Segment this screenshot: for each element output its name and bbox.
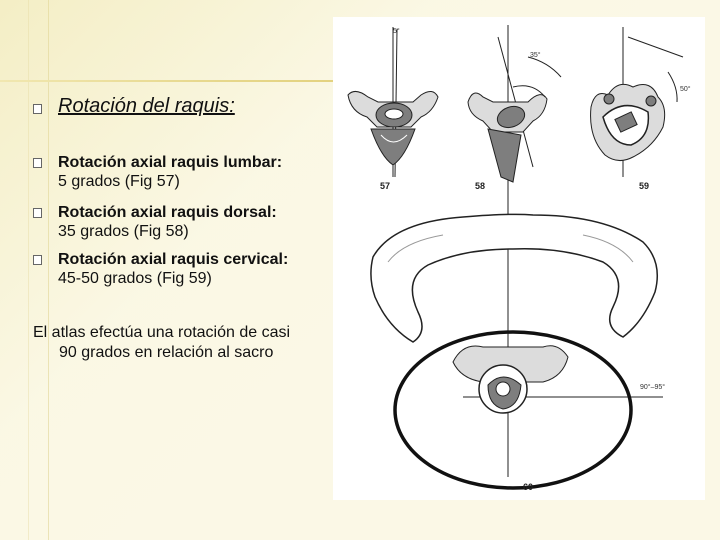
bullet-square-icon: [33, 208, 42, 218]
angle-label-5: 5°: [393, 27, 400, 35]
bullet-square-icon: [33, 158, 42, 168]
decorative-horizontal-rule: [0, 80, 335, 82]
bullet-item-dorsal: Rotación axial raquis dorsal: 35 grados …: [58, 203, 333, 241]
figure-label-58: 58: [475, 181, 485, 191]
pelvis-fig60: [370, 213, 658, 490]
bullet-heading: Rotación axial raquis cervical:: [58, 251, 289, 268]
angle-label-90: 90°–95°: [640, 383, 665, 391]
figure-label-59: 59: [639, 181, 649, 191]
note-line: El atlas efectúa una rotación de casi: [33, 324, 291, 341]
bullet-detail: 5 grados (Fig 57): [58, 173, 180, 190]
atlas-note: El atlas efectúa una rotación de casi 90…: [33, 323, 333, 363]
decorative-vertical-line: [28, 0, 29, 540]
bullet-detail: 45-50 grados (Fig 59): [58, 270, 212, 287]
bullet-heading: Rotación axial raquis lumbar:: [58, 154, 283, 171]
vertebra-cervical-fig59: [590, 83, 666, 161]
bullet-square-icon: [33, 255, 42, 265]
bullet-heading: Rotación axial raquis dorsal:: [58, 204, 277, 221]
vertebrae-illustration: 57 58 59 60 5° 35° 50° 90°–95°: [347, 25, 691, 492]
bullet-detail: 35 grados (Fig 58): [58, 223, 189, 240]
vertebra-lumbar-fig57: [347, 91, 439, 166]
figure-label-57: 57: [380, 181, 390, 191]
bullet-item-cervical: Rotación axial raquis cervical: 45-50 gr…: [58, 250, 333, 288]
angle-label-50: 50°: [680, 85, 691, 93]
spine-rotation-figure: 57 58 59 60 5° 35° 50° 90°–95°: [333, 17, 705, 500]
vertebra-dorsal-fig58: [467, 85, 548, 183]
decorative-vertical-line: [48, 0, 49, 540]
bullet-item-lumbar: Rotación axial raquis lumbar: 5 grados (…: [58, 153, 333, 191]
bullet-square-icon: [33, 104, 42, 114]
note-line: 90 grados en relación al sacro: [59, 344, 274, 361]
figure-label-60: 60: [523, 482, 533, 492]
slide-title: Rotación del raquis:: [58, 95, 235, 117]
angle-label-35: 35°: [530, 51, 541, 59]
